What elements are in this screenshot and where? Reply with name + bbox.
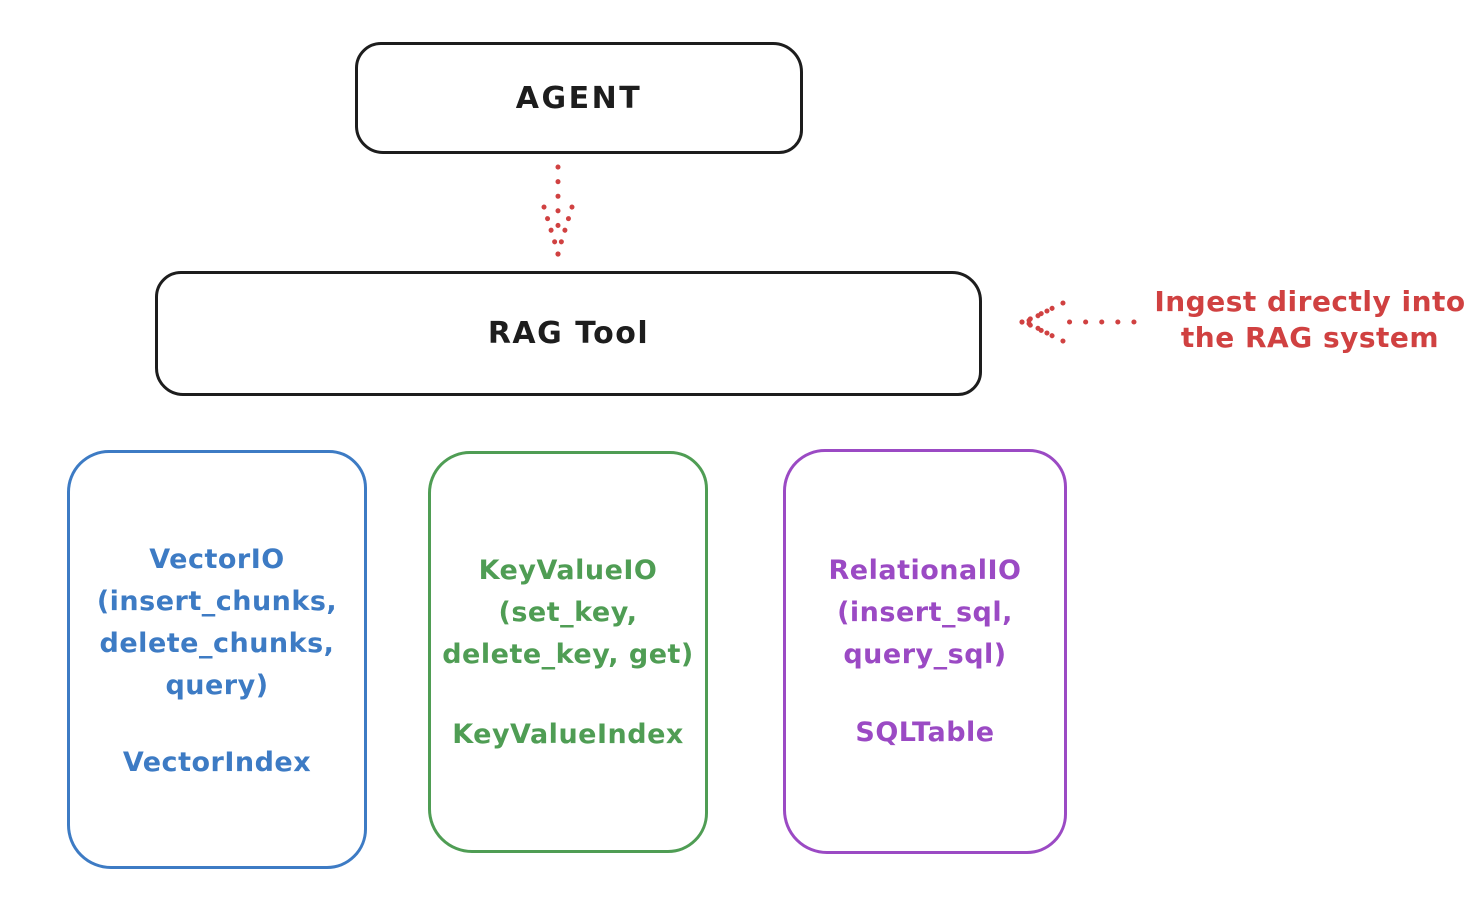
sqltable-label: SQLTable — [855, 717, 995, 748]
agent-label: AGENT — [515, 80, 643, 116]
ingest-annotation: Ingest directly into the RAG system — [1154, 285, 1466, 354]
vector-io-methods: VectorIO (insert_chunks, delete_chunks, … — [96, 544, 338, 701]
vector-io-card: VectorIO (insert_chunks, delete_chunks, … — [67, 450, 367, 869]
rag-tool-label: RAG Tool — [487, 316, 650, 351]
relational-io-card: RelationalIO (insert_sql, query_sql) SQL… — [783, 449, 1067, 854]
keyvalue-index-label: KeyValueIndex — [452, 719, 684, 750]
agent-to-ragtool-arrow — [541, 164, 575, 257]
keyvalue-io-card: KeyValueIO (set_key, delete_key, get) Ke… — [428, 451, 708, 853]
rag-tool-box: RAG Tool — [155, 271, 982, 396]
annotation-to-ragtool-arrow — [1019, 300, 1137, 344]
agent-box: AGENT — [355, 42, 803, 154]
vector-index-label: VectorIndex — [122, 747, 312, 778]
relational-io-methods: RelationalIO (insert_sql, query_sql) — [828, 555, 1022, 670]
keyvalue-io-methods: KeyValueIO (set_key, delete_key, get) — [442, 555, 694, 670]
